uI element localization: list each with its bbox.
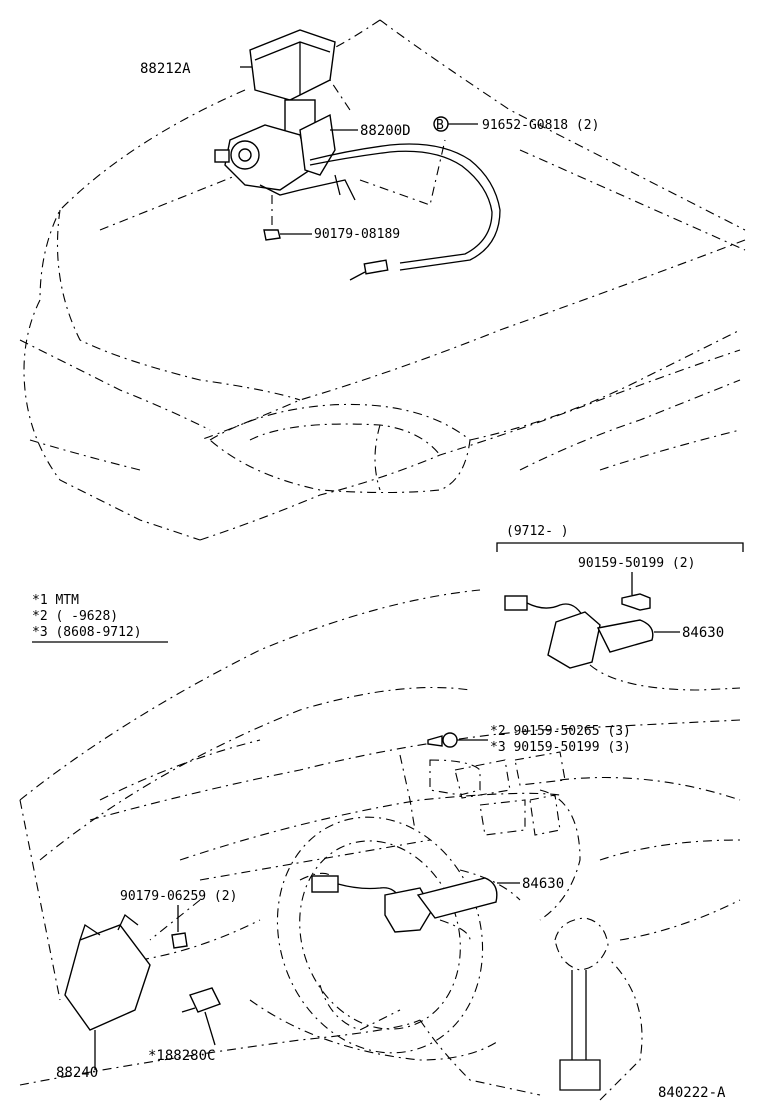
label-90159-50199-2: 90159-50199 (2) <box>578 556 695 571</box>
inset-9712: (9712- ) 90159-50199 (2) 84630 <box>496 524 744 691</box>
label-88240: 88240 <box>56 1065 98 1081</box>
nut-90179-06259: 90179-06259 (2) <box>120 889 237 949</box>
label-91652-G0818: 91652-G0818 (2) <box>482 118 599 133</box>
cruise-actuator-88200D <box>214 99 501 281</box>
car-front-outline <box>19 19 746 541</box>
note-3: *3 (8608-9712) <box>32 625 142 640</box>
relay-cover-88212A <box>240 29 336 101</box>
label-90179-06259: 90179-06259 (2) <box>120 889 237 904</box>
cruise-switch-84630: 84630 <box>311 875 564 933</box>
shift-lever <box>554 917 609 1091</box>
nut-90179-08189 <box>263 195 312 241</box>
label-188280C: *188280C <box>148 1048 215 1064</box>
cruise-computer-88240: 88240 <box>56 913 151 1081</box>
diagram-id: 840222-A <box>658 1085 726 1101</box>
note-2: *2 ( -9628) <box>32 609 118 624</box>
label-range-9712: (9712- ) <box>506 524 569 539</box>
label-88200D: 88200D <box>360 123 411 139</box>
label-2-90159-50265: *2 90159-50265 (3) <box>490 724 631 739</box>
label-88212A: 88212A <box>140 61 191 77</box>
steering-wheel <box>276 754 484 1054</box>
label-90179-08189: 90179-08189 <box>314 227 400 242</box>
notes-block: *1 MTM *2 ( -9628) *3 (8608-9712) <box>32 593 168 643</box>
bolt-90159-50265: *2 90159-50265 (3) *3 90159-50199 (3) <box>427 724 631 755</box>
label-3-90159-50199: *3 90159-50199 (3) <box>490 740 631 755</box>
label-84630-upper: 84630 <box>682 625 724 641</box>
dashboard-outline <box>19 589 741 1101</box>
bolt-callout-letter: B <box>436 118 444 133</box>
label-84630-lower: 84630 <box>522 876 564 892</box>
bolt-91652: B <box>433 116 478 133</box>
note-1-mtm: *1 MTM <box>32 593 79 608</box>
sensor-188280C: *188280C <box>148 987 221 1064</box>
